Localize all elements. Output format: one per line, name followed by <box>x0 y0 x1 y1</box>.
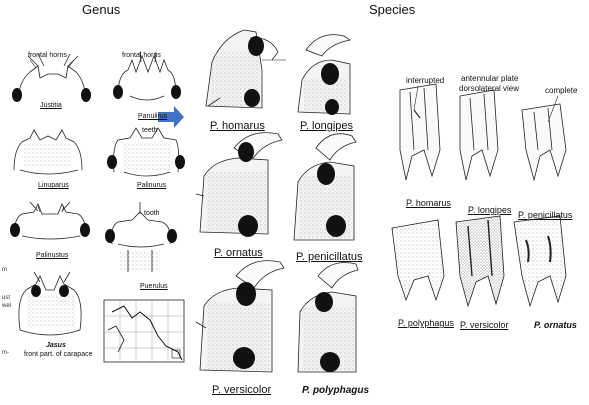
edge-mark-1: m <box>2 267 7 273</box>
justitia-drawing <box>18 54 86 98</box>
plate-caption-homarus: P. homarus <box>406 198 451 208</box>
edge-mark-2: ust <box>2 295 10 301</box>
label-interrupted: interrupted <box>406 76 444 85</box>
palinurus-texture <box>122 142 172 170</box>
label-linuparus: Linuparus <box>38 182 69 189</box>
palinurus-eye-right <box>175 155 185 169</box>
plate-ornatus <box>514 216 566 306</box>
label-jasus: Jasus <box>46 342 66 349</box>
caption-p-polyphagus: P. polyphagus <box>302 385 369 396</box>
label-frontal-horns-left: frontal horns <box>28 52 67 59</box>
palinurus-eye-left <box>107 155 117 169</box>
plate-versicolor <box>456 216 504 306</box>
caption-p-penicillatus: P. penicillatus <box>296 251 362 263</box>
justitia-eye-right <box>81 88 91 102</box>
puerulus-front-texture <box>120 250 160 272</box>
caption-p-versicolor: P. versicolor <box>212 384 271 396</box>
plate-polyphagus <box>392 220 444 300</box>
label-frontal-horns-right: frontal horns <box>122 52 161 59</box>
jasus-texture <box>26 296 76 328</box>
label-puerulus: Puerulus <box>140 283 168 290</box>
species-head-homarus <box>206 30 286 108</box>
plate-caption-polyphagus: P. polyphagus <box>398 318 454 328</box>
species-head-ornatus <box>196 133 282 237</box>
puerulus-grid-map <box>104 300 184 362</box>
label-panulirus: Panulirus <box>138 113 167 120</box>
jasus-eye-left <box>31 285 41 297</box>
species-header: Species <box>369 2 415 17</box>
palinustus-drawing <box>14 202 86 239</box>
panulirus-eye-left <box>113 85 123 99</box>
plate-longipes <box>460 90 498 180</box>
plate-caption-versicolor: P. versicolor <box>460 320 508 330</box>
species-head-longipes <box>298 35 350 115</box>
edge-mark-4: m- <box>2 350 9 356</box>
plate-penicillatus <box>522 104 566 180</box>
caption-p-ornatus: P. ornatus <box>214 247 263 259</box>
palinustus-eye-right <box>80 223 90 237</box>
label-palinurus: Palinurus <box>137 182 166 189</box>
caption-p-homarus: P. homarus <box>210 120 265 132</box>
label-dorsolateral-view: dorsolateral view <box>459 84 519 93</box>
genus-header: Genus <box>82 2 120 17</box>
panulirus-eye-right <box>171 85 181 99</box>
linuparus-texture <box>24 144 72 168</box>
justitia-eye-left <box>12 88 22 102</box>
label-antennular-plate: antennular plate <box>461 74 518 83</box>
label-tooth: tooth <box>144 210 160 217</box>
species-head-versicolor <box>196 261 284 372</box>
edge-mark-3: wel <box>2 303 11 309</box>
plate-caption-penicillatus: P. penicillatus <box>518 210 572 220</box>
jasus-eye-right <box>59 285 69 297</box>
label-jasus-sub: front part. of carapace <box>24 351 92 358</box>
puerulus-eye-left <box>105 229 115 243</box>
plate-caption-longipes: P. longipes <box>468 205 511 215</box>
species-head-penicillatus <box>294 134 356 240</box>
label-complete: complete <box>545 86 577 95</box>
label-palinustus: Palinustus <box>36 252 68 259</box>
label-justitia: Justitia <box>40 102 62 109</box>
puerulus-eye-right <box>167 229 177 243</box>
palinustus-eye-left <box>10 223 20 237</box>
caption-p-longipes: P. longipes <box>300 120 353 132</box>
label-teeth: teeth <box>142 127 158 134</box>
plate-homarus <box>400 84 440 180</box>
plate-caption-ornatus: P. ornatus <box>534 320 577 330</box>
species-head-polyphagus <box>298 263 358 373</box>
panulirus-drawing <box>118 52 176 100</box>
